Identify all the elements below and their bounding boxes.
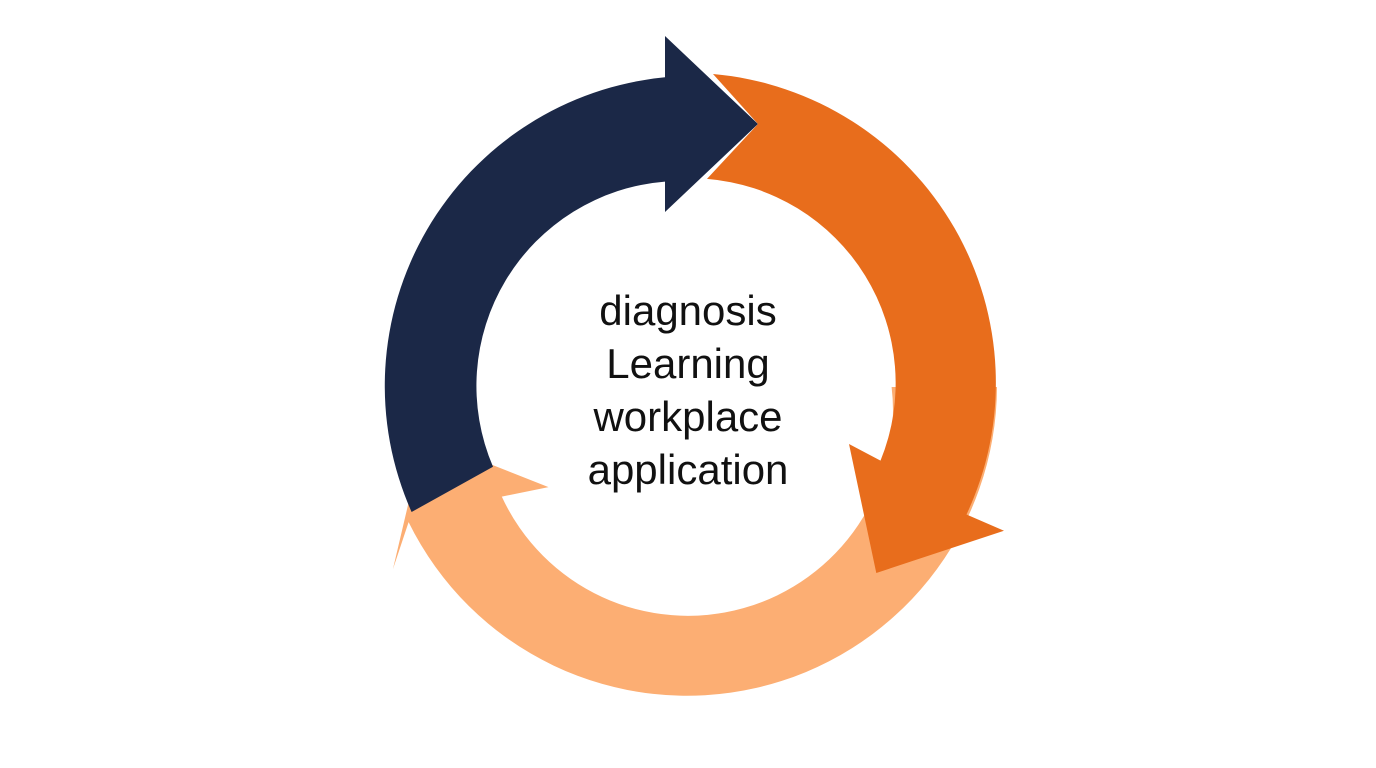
cycle-center-label: diagnosis Learning workplace application	[538, 284, 838, 496]
center-line-application: application	[587, 446, 789, 493]
center-line-diagnosis: diagnosis	[599, 287, 777, 334]
center-line-workplace: workplace	[593, 393, 783, 440]
navy-cycle-arrow	[384, 36, 758, 512]
center-line-learning: Learning	[606, 340, 770, 387]
peach-cycle-arrow	[392, 387, 997, 696]
orange-cycle-arrow	[707, 74, 1004, 573]
